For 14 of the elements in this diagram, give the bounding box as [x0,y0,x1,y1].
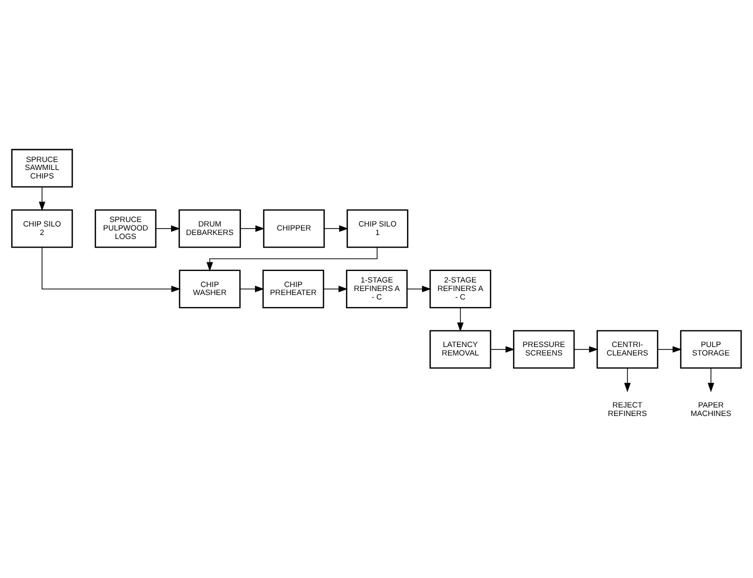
arrow [42,247,181,292]
arrow [156,225,180,232]
arrow [406,286,432,292]
arrow [574,346,598,353]
arrow [490,346,515,353]
arrow [38,186,46,211]
arrow [708,368,714,392]
arrow [657,346,682,353]
arrow [624,368,631,392]
arrow [240,286,264,292]
arrow [457,307,464,332]
arrow [240,225,265,232]
arrow [324,225,348,232]
arrow [323,286,348,292]
